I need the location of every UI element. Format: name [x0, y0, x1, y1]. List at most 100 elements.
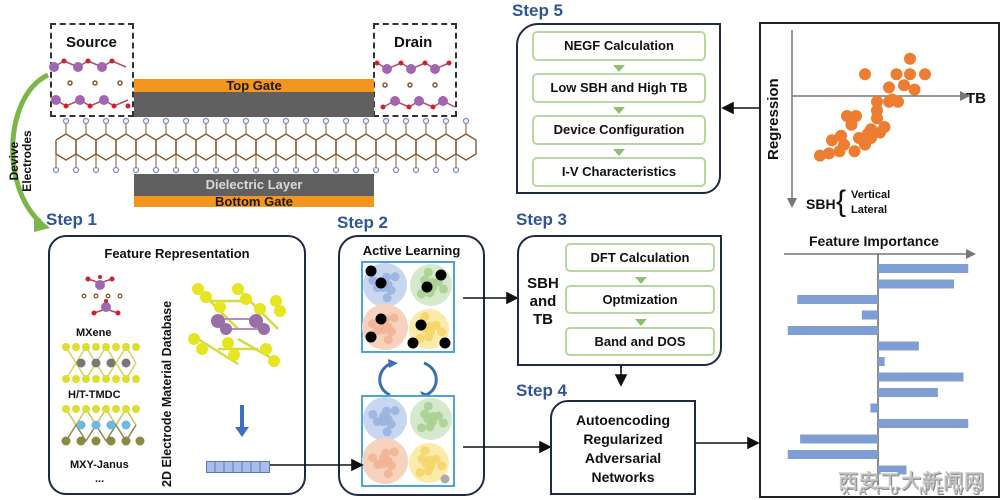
hydrogen-atom — [62, 117, 70, 125]
scatter-point — [883, 81, 895, 94]
sample-point — [389, 313, 399, 323]
queried-sample-point — [365, 265, 377, 277]
sample-point — [437, 327, 447, 337]
sample-point — [387, 327, 397, 337]
step1-panel: Feature Representation MXene H/T-TMDC MX… — [48, 235, 306, 495]
hydrogen-atom — [222, 117, 230, 125]
hydrogen-atom — [462, 117, 470, 125]
dielectric-layer: Dielectric Layer — [134, 174, 374, 196]
hydrogen-atom — [442, 117, 450, 125]
scatter-point — [848, 145, 861, 158]
hydrogen-atom — [372, 166, 380, 174]
step4-label: Autoencoding Regularized Adversarial Net… — [552, 411, 694, 487]
hydrogen-atom — [72, 166, 80, 174]
queried-sample-point — [415, 319, 427, 331]
source-atoms — [49, 58, 131, 109]
drain-label: Drain — [394, 34, 433, 51]
importance-bar — [878, 279, 954, 289]
sample-point — [437, 461, 447, 471]
hydrogen-atom — [432, 166, 440, 174]
scatter-point — [871, 112, 883, 125]
hydrogen-atom — [182, 117, 190, 125]
watermark-en: XATU NEWS — [842, 485, 989, 497]
hydrogen-atom — [392, 166, 400, 174]
source-label: Source — [66, 34, 117, 51]
drain-electrode-box — [373, 23, 457, 117]
step5-item-iv: I-V Characteristics — [532, 157, 706, 187]
hydrogen-atom — [362, 117, 370, 125]
hydrogen-atom — [402, 117, 410, 125]
hydrogen-atom — [342, 117, 350, 125]
step4-title: Step 4 — [516, 381, 568, 400]
hydrogen-atom — [262, 117, 270, 125]
feature-importance-chart — [784, 249, 976, 490]
sbh-option-vertical: Vertical — [851, 189, 891, 201]
outlier-point — [440, 474, 450, 484]
hydrogen-atom — [112, 166, 120, 174]
importance-bar — [878, 388, 938, 397]
crystal-structure-icon — [188, 283, 286, 367]
sbh-options: Vertical Lateral — [851, 188, 890, 218]
hydrogen-atom — [452, 166, 460, 174]
step5-item-negf: NEGF Calculation — [532, 31, 706, 61]
step3-arrow-2-icon — [635, 319, 647, 326]
scatter-point — [904, 52, 916, 65]
hydrogen-atom — [282, 117, 290, 125]
step2-panel: Active Learning — [338, 235, 485, 496]
importance-bar — [878, 465, 907, 475]
scatter-point — [904, 68, 916, 81]
step5-title: Step 5 — [512, 1, 564, 20]
hydrogen-atom — [122, 117, 130, 125]
tb-axis-label: TB — [966, 90, 986, 107]
sbh-brace-icon: { — [836, 185, 847, 218]
step4-line1: Autoencoding — [575, 412, 671, 428]
sample-point — [420, 409, 430, 419]
active-learning-queried-clusters — [361, 261, 455, 353]
step3-side-line1: SBH — [527, 275, 559, 292]
mxene-structure-icon — [81, 275, 123, 316]
sample-point — [390, 272, 400, 282]
hydrogen-atom — [242, 117, 250, 125]
step3-arrow-1-icon — [635, 277, 647, 284]
hydrogen-atom — [232, 166, 240, 174]
step3-side-label: SBH and TB — [525, 275, 561, 329]
importance-bar — [797, 295, 878, 304]
sample-point — [386, 285, 396, 295]
sample-point — [431, 320, 441, 330]
scatter-point — [862, 127, 874, 140]
sample-point — [424, 332, 434, 342]
importance-bar — [878, 357, 885, 366]
importance-bar — [861, 310, 878, 320]
sbh-label: SBH — [806, 196, 836, 212]
hydrogen-atom — [132, 166, 140, 174]
scatter-point — [908, 83, 921, 96]
step3-panel: SBH and TB DFT Calculation Optmization B… — [517, 235, 722, 366]
scatter-point — [826, 134, 838, 147]
hydrogen-atom — [292, 166, 300, 174]
sample-point — [368, 275, 378, 285]
hydrogen-atom — [212, 166, 220, 174]
step3-item-dft: DFT Calculation — [565, 243, 715, 272]
scatter-point — [859, 138, 871, 151]
sample-point — [390, 406, 400, 416]
importance-bar — [878, 372, 964, 382]
electrodes-curved-arrow — [10, 72, 50, 232]
sample-point — [382, 427, 392, 437]
hydrogen-atom — [322, 117, 330, 125]
queried-sample-point — [365, 331, 377, 343]
sample-point — [381, 448, 391, 458]
step3-item-band-dos-label: Band and DOS — [594, 334, 686, 349]
step5-arrow-1-icon — [613, 65, 625, 72]
sample-point — [415, 468, 425, 478]
scatter-point — [814, 149, 826, 162]
importance-bar — [878, 264, 969, 273]
scatter-point — [886, 93, 898, 106]
step3-item-optimization-label: Optmization — [602, 292, 678, 307]
importance-bar — [787, 450, 878, 459]
sample-point — [367, 319, 377, 329]
watermark-cn: 西安工大新闻网 — [838, 471, 985, 493]
down-arrow-icon — [235, 405, 249, 437]
hydrogen-atom — [172, 166, 180, 174]
feature-vector-icon — [206, 461, 270, 473]
